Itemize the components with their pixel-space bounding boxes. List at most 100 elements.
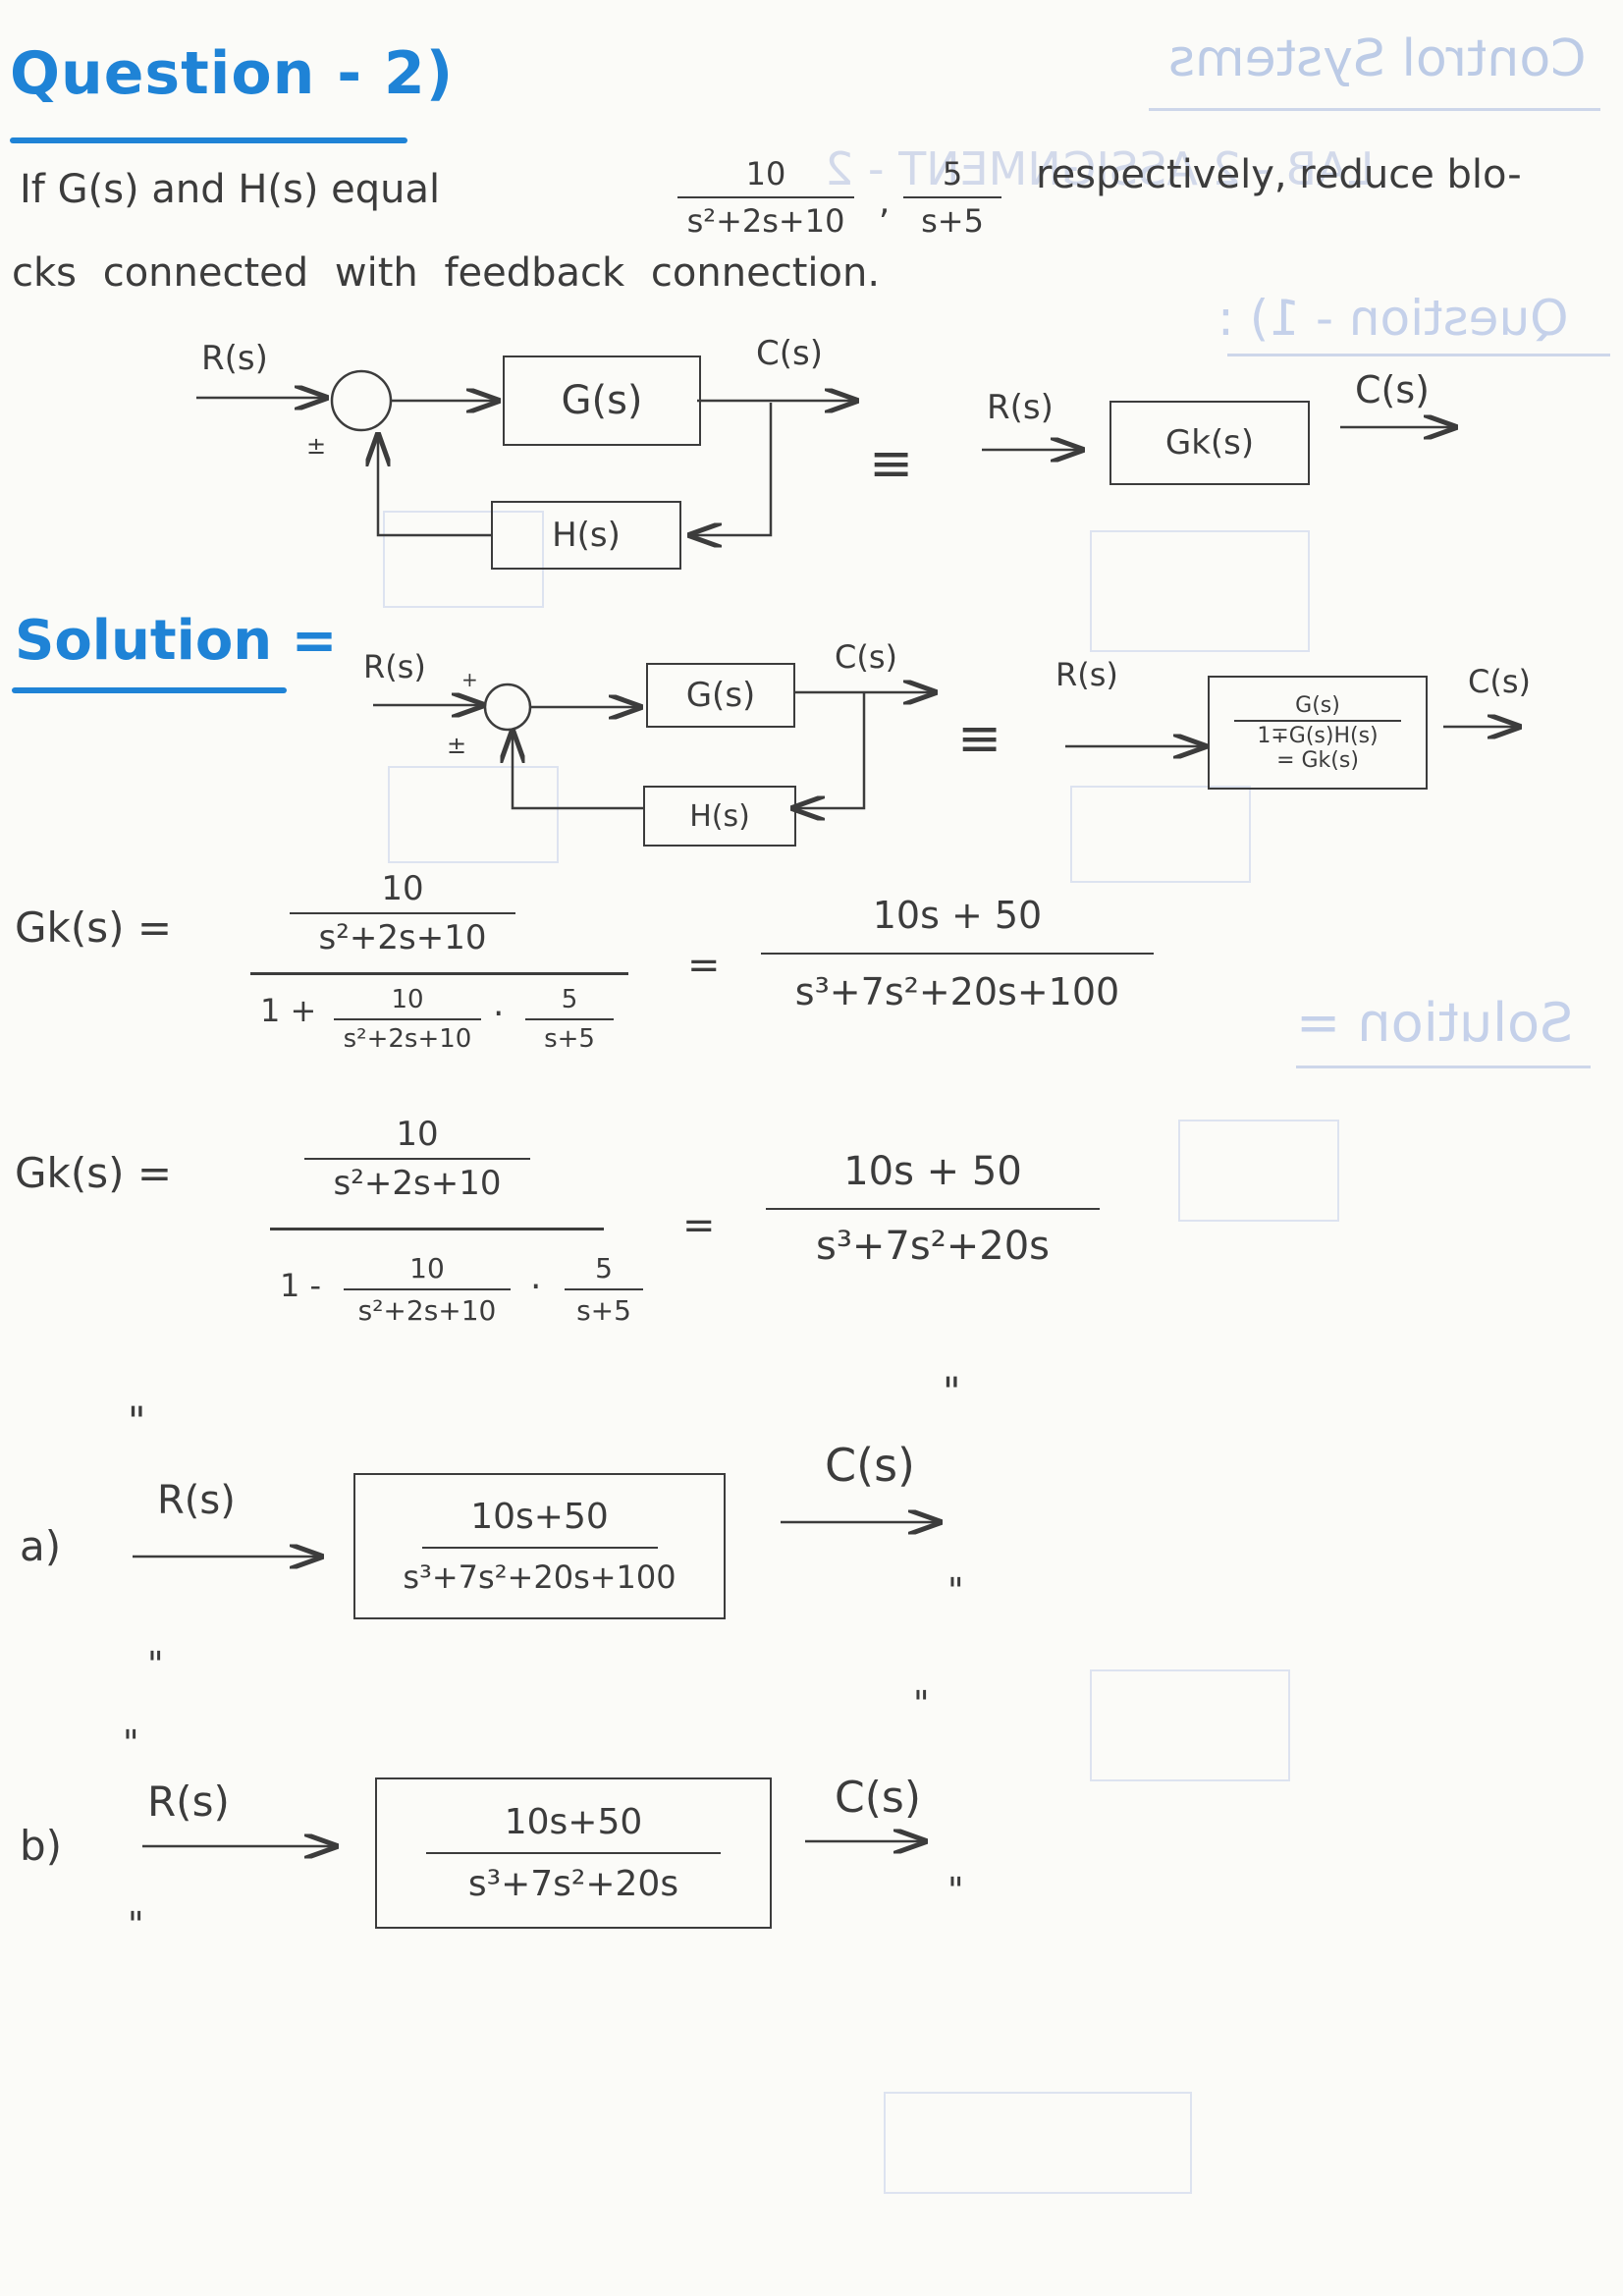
g-numerator: 10 <box>745 155 786 192</box>
feedback-path-left <box>378 437 491 537</box>
q-input-label: R(s) <box>201 339 268 378</box>
question-title: Question - 2) <box>10 39 455 108</box>
s-plus-sign: + <box>461 668 478 691</box>
q-equivalence-sign: ≡ <box>869 432 914 494</box>
eq1-result-den: s³+7s²+20s+100 <box>794 970 1120 1013</box>
eq2-b-num1: 10 <box>409 1252 445 1285</box>
eq1-b-frac1: 10 s²+2s+10 <box>334 985 481 1054</box>
ghost-box-5 <box>1178 1120 1339 1222</box>
s-equivalence-sign: ≡ <box>957 707 1002 769</box>
eq1-top-fraction: 10 s²+2s+10 <box>290 869 515 957</box>
part-a-den: s³+7s²+20s+100 <box>403 1558 676 1596</box>
s-eq-output-label: C(s) <box>1468 663 1531 700</box>
q-eq-block: Gk(s) <box>1109 401 1310 485</box>
feedback-path-right <box>692 403 773 535</box>
ditto-mark-2: " <box>943 1370 961 1415</box>
solution-title: Solution = <box>15 609 338 673</box>
ghost-box-6 <box>1090 1669 1290 1781</box>
ditto-mark-5: " <box>913 1684 930 1724</box>
ghost-underline-1 <box>1149 108 1600 111</box>
s-feedback-left <box>513 734 643 810</box>
eq2-equals: = <box>682 1203 716 1248</box>
h-fraction: 5 s+5 <box>903 155 1001 240</box>
s-forward-block: G(s) <box>646 663 795 728</box>
s-eq-block-num: G(s) <box>1295 692 1340 718</box>
eq2-result: 10s + 50 s³+7s²+20s <box>766 1149 1100 1269</box>
question-title-underline <box>10 137 407 143</box>
g-fraction-bar <box>677 196 854 198</box>
ghost-underline-2 <box>1227 354 1610 356</box>
eq1-b-den2: s+5 <box>544 1024 595 1054</box>
eq2-b-den1: s²+2s+10 <box>357 1294 497 1327</box>
eq2-top-bar <box>304 1158 530 1160</box>
eq2-bottom-prefix: 1 - <box>280 1267 322 1304</box>
s-eq-input-label: R(s) <box>1055 656 1118 693</box>
eq1-b-bar1 <box>334 1018 481 1020</box>
eq2-b-frac1: 10 s²+2s+10 <box>344 1252 511 1327</box>
s-output-label: C(s) <box>835 638 897 676</box>
eq1-top-bar <box>290 912 515 914</box>
q-output-label: C(s) <box>756 334 823 373</box>
question-text-prefix: If G(s) and H(s) equal <box>20 167 441 212</box>
q-feedback-label: H(s) <box>552 516 621 555</box>
ghost-box-7 <box>884 2092 1192 2194</box>
eq2-dot: · <box>530 1267 542 1307</box>
eq1-b-num2: 5 <box>561 985 578 1014</box>
eq2-result-den: s³+7s²+20s <box>816 1224 1050 1269</box>
eq2-result-num: 10s + 50 <box>843 1149 1022 1194</box>
eq2-top-fraction: 10 s²+2s+10 <box>304 1115 530 1203</box>
solution-block-diagram <box>373 0 1623 884</box>
s-eq-block-eq: = Gk(s) <box>1276 747 1359 773</box>
eq1-result: 10s + 50 s³+7s²+20s+100 <box>761 894 1154 1013</box>
eq2-main-bar <box>270 1228 604 1230</box>
s-feedback-right <box>795 693 866 808</box>
eq2-top-num: 10 <box>396 1115 439 1154</box>
part-a-block: 10s+50 s³+7s²+20s+100 <box>353 1473 726 1619</box>
question-text-line2: cks connected with feedback connection. <box>12 250 881 296</box>
eq1-lhs: Gk(s) = <box>15 903 173 952</box>
solution-title-underline <box>12 687 287 693</box>
fraction-separator: , <box>879 182 891 222</box>
ghost-box-4 <box>1070 786 1251 883</box>
s-feedback-block: H(s) <box>643 786 796 847</box>
eq2-b-num2: 5 <box>595 1252 613 1285</box>
h-denominator: s+5 <box>921 202 984 240</box>
eq1-top-num: 10 <box>381 869 424 908</box>
part-b-block: 10s+50 s³+7s²+20s <box>375 1777 772 1929</box>
h-numerator: 5 <box>942 155 963 192</box>
s-input-label: R(s) <box>363 648 426 685</box>
eq2-b-bar2 <box>565 1288 643 1290</box>
part-b-den: s³+7s²+20s <box>467 1864 679 1904</box>
ditto-mark-4: " <box>147 1645 164 1685</box>
ghost-box-1 <box>1090 530 1310 652</box>
eq1-b-num1: 10 <box>391 985 424 1014</box>
part-b-num: 10s+50 <box>504 1802 643 1842</box>
part-a-output: C(s) <box>825 1439 915 1492</box>
g-fraction: 10 s²+2s+10 <box>677 155 854 240</box>
g-denominator: s²+2s+10 <box>686 202 845 240</box>
s-forward-label: G(s) <box>685 676 756 715</box>
q-forward-label: G(s) <box>561 378 643 423</box>
part-b-output: C(s) <box>835 1773 921 1823</box>
part-a-diagram <box>133 0 1623 1964</box>
eq1-main-bar <box>250 972 628 975</box>
part-a-bar <box>421 1547 658 1549</box>
part-b-label: b) <box>20 1822 63 1870</box>
eq1-b-den1: s²+2s+10 <box>343 1024 472 1054</box>
part-a-label: a) <box>20 1522 62 1570</box>
s-eq-block-bar <box>1234 719 1401 722</box>
eq1-b-frac2: 5 s+5 <box>525 985 614 1054</box>
h-fraction-bar <box>903 196 1001 198</box>
eq2-top-den: s²+2s+10 <box>333 1164 502 1203</box>
part-a-input: R(s) <box>157 1478 236 1523</box>
eq1-bottom-prefix: 1 + <box>260 992 317 1029</box>
eq2-b-den2: s+5 <box>576 1294 631 1327</box>
question-text-suffix: respectively, reduce blo- <box>1036 152 1522 197</box>
question-block-diagram <box>196 369 1623 687</box>
q-eq-input-label: R(s) <box>987 388 1054 427</box>
s-sign: ± <box>447 732 467 759</box>
part-b-bar <box>426 1852 721 1854</box>
eq1-result-num: 10s + 50 <box>872 894 1043 937</box>
part-b-input: R(s) <box>147 1777 230 1826</box>
s-eq-block: G(s) 1∓G(s)H(s) = Gk(s) <box>1208 676 1428 790</box>
